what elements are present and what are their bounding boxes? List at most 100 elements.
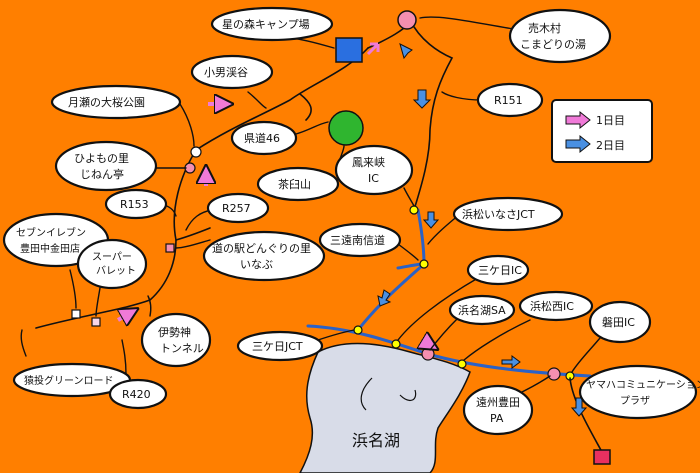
svg-text:三ケ日IC: 三ケ日IC: [478, 264, 522, 277]
label-supermarket: スーパー バレット: [76, 238, 148, 290]
svg-text:鳳来峡: 鳳来峡: [352, 155, 385, 169]
lake-shore-detail: [360, 377, 373, 411]
svg-text:こまどりの湯: こまどりの湯: [520, 38, 586, 51]
svg-text:浜松西IC: 浜松西IC: [530, 299, 574, 313]
svg-text:バレット: バレット: [96, 265, 136, 277]
leader-line: [295, 121, 329, 135]
label-r153: R153: [104, 188, 168, 220]
waypoint-marker: [190, 146, 202, 158]
label-horaimon: 鳳来峡 IC: [334, 144, 414, 196]
day2-arrow: [422, 211, 440, 229]
label-michinoeki: 道の駅どんぐりの里 いなぶ: [202, 230, 326, 282]
svg-text:県道46: 県道46: [244, 131, 280, 145]
pa-marker: [547, 367, 561, 381]
waypoint-marker: [91, 317, 101, 327]
destination-marker: [593, 449, 611, 465]
legend-day1-label: 1日目: [596, 114, 625, 127]
waypoint-marker: [71, 309, 81, 319]
leader-line: [69, 269, 77, 309]
svg-text:磐田IC: 磐田IC: [602, 315, 635, 329]
leader-line: [317, 329, 355, 341]
highway-inasa-branch: [356, 262, 426, 332]
label-r420: R420: [108, 378, 168, 410]
leader-line: [419, 16, 521, 31]
svg-text:ひよもの里: ひよもの里: [74, 152, 129, 165]
road-north: [409, 19, 454, 211]
leader-line: [403, 187, 415, 207]
ic-marker: [409, 205, 419, 215]
svg-text:小男渓谷: 小男渓谷: [204, 66, 248, 79]
svg-text:じねん亭: じねん亭: [80, 167, 124, 181]
leader-line: [247, 91, 267, 109]
svg-text:R420: R420: [122, 388, 151, 401]
leader-line: [441, 91, 483, 101]
lake-hamana: [299, 342, 471, 473]
svg-text:茶臼山: 茶臼山: [278, 177, 311, 191]
mountain-marker: [328, 110, 364, 146]
svg-text:R153: R153: [120, 198, 149, 211]
label-hiyomono: ひよもの里 じねん亭: [54, 140, 158, 192]
label-sanen-road: 三遠南信道: [318, 222, 402, 258]
svg-text:浜名湖SA: 浜名湖SA: [458, 303, 506, 317]
legend-day1-arrow: [565, 110, 591, 130]
waypoint-marker: [165, 243, 175, 253]
leader-line: [179, 103, 195, 147]
label-hamanako-sa: 浜名湖SA: [448, 294, 516, 326]
ic-marker: [391, 339, 401, 349]
svg-text:IC: IC: [368, 172, 379, 185]
leader-line: [95, 287, 101, 317]
svg-text:トンネル: トンネル: [160, 342, 204, 355]
label-toyota-green: 猿投グリーンロード: [12, 362, 132, 398]
svg-text:星の森キャンプ場: 星の森キャンプ場: [222, 17, 310, 31]
label-chausuyama: 茶臼山: [256, 166, 340, 202]
lake-label: 浜名湖: [352, 431, 400, 450]
svg-text:浜松いなさJCT: 浜松いなさJCT: [462, 207, 535, 221]
label-mikkabi-ic: 三ケ日IC: [466, 254, 530, 286]
leader-line: [175, 239, 211, 249]
label-yamaha: ヤマハコミュニケーション プラザ: [578, 364, 700, 420]
legend-day2-label: 2日目: [596, 139, 625, 152]
svg-text:三遠南信道: 三遠南信道: [330, 233, 385, 247]
day2-arrow: [412, 89, 432, 109]
svg-text:三ケ日JCT: 三ケ日JCT: [252, 340, 303, 353]
svg-text:スーパー: スーパー: [92, 251, 132, 263]
label-kendo46: 県道46: [230, 120, 298, 156]
day2-arrow: [377, 289, 392, 307]
road-kendo: [195, 47, 369, 151]
day1-arrow: [118, 312, 132, 320]
svg-text:ヤマハコミュニケーション: ヤマハコミュニケーション: [586, 379, 700, 391]
sa-marker: [421, 347, 435, 361]
svg-text:売木村: 売木村: [528, 21, 561, 35]
leader-line: [397, 243, 419, 261]
road-local-north: [299, 93, 312, 121]
road-r153: [35, 149, 197, 329]
svg-text:R257: R257: [222, 202, 251, 215]
label-hamamatsu-jct: 浜松いなさJCT: [452, 196, 564, 232]
label-kogaike: 小男渓谷: [190, 54, 274, 90]
day2-arrow: [399, 43, 413, 60]
label-ise-tunnel: 伊勢神 トンネル: [140, 312, 212, 368]
legend: 1日目 2日目: [551, 99, 653, 163]
campsite-marker: [335, 37, 363, 63]
svg-text:いなぶ: いなぶ: [240, 258, 273, 271]
label-r151: R151: [476, 82, 544, 118]
road-inabu: [175, 227, 211, 241]
svg-text:R151: R151: [494, 94, 523, 107]
legend-box: [551, 99, 653, 163]
svg-text:伊勢神: 伊勢神: [158, 325, 191, 339]
label-hoshinomori: 星の森キャンプ場: [210, 6, 334, 42]
leader-line: [20, 329, 27, 357]
jct-marker: [353, 325, 363, 335]
svg-text:プラザ: プラザ: [620, 395, 650, 407]
day1-arrow: [422, 340, 432, 346]
day1-arrow: [366, 42, 380, 56]
label-r257: R257: [206, 192, 270, 224]
label-enshu-pa: 遠州豊田 PA: [462, 384, 534, 436]
road-to-yamaha: [569, 377, 603, 453]
jct-marker: [419, 259, 429, 269]
leader-line: [463, 319, 531, 361]
label-tatsuki: 売木村 こまどりの湯: [508, 8, 612, 64]
svg-text:遠州豊田: 遠州豊田: [476, 396, 520, 409]
svg-text:道の駅どんぐりの里: 道の駅どんぐりの里: [212, 241, 311, 255]
svg-text:月瀬の大桜公園: 月瀬の大桜公園: [68, 95, 145, 109]
